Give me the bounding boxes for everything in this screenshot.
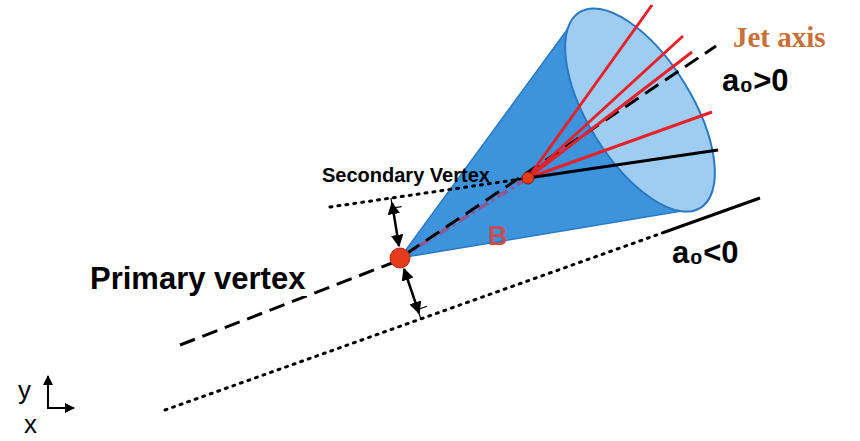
dotted-track bbox=[165, 232, 665, 410]
impact-sign-label: a₀<0 bbox=[672, 236, 739, 270]
right-angle-mark bbox=[418, 306, 427, 319]
red-tracks bbox=[528, 5, 712, 178]
right-angle-mark bbox=[391, 198, 402, 208]
jet-axis-label: Jet axis bbox=[733, 22, 826, 54]
vertex-label: Primary vertex bbox=[88, 262, 307, 296]
axis-label: x bbox=[24, 410, 37, 439]
jet-axis-line bbox=[406, 46, 716, 254]
cone-opening bbox=[535, 0, 744, 235]
track-positive bbox=[528, 150, 718, 178]
axis-arrow bbox=[47, 407, 74, 409]
axis-label: y bbox=[18, 376, 31, 405]
axis-arrow bbox=[47, 376, 49, 408]
impact-parameter-arrow bbox=[404, 269, 419, 313]
primary-vertex-dot bbox=[390, 248, 410, 268]
impact-parameter-arrow bbox=[392, 203, 399, 246]
particle-label: B bbox=[488, 222, 508, 252]
impact-sign-label: a₀>0 bbox=[722, 64, 789, 98]
vertex-label: Secondary Vertex bbox=[322, 164, 490, 186]
secondary-vertex-dot bbox=[522, 172, 534, 184]
